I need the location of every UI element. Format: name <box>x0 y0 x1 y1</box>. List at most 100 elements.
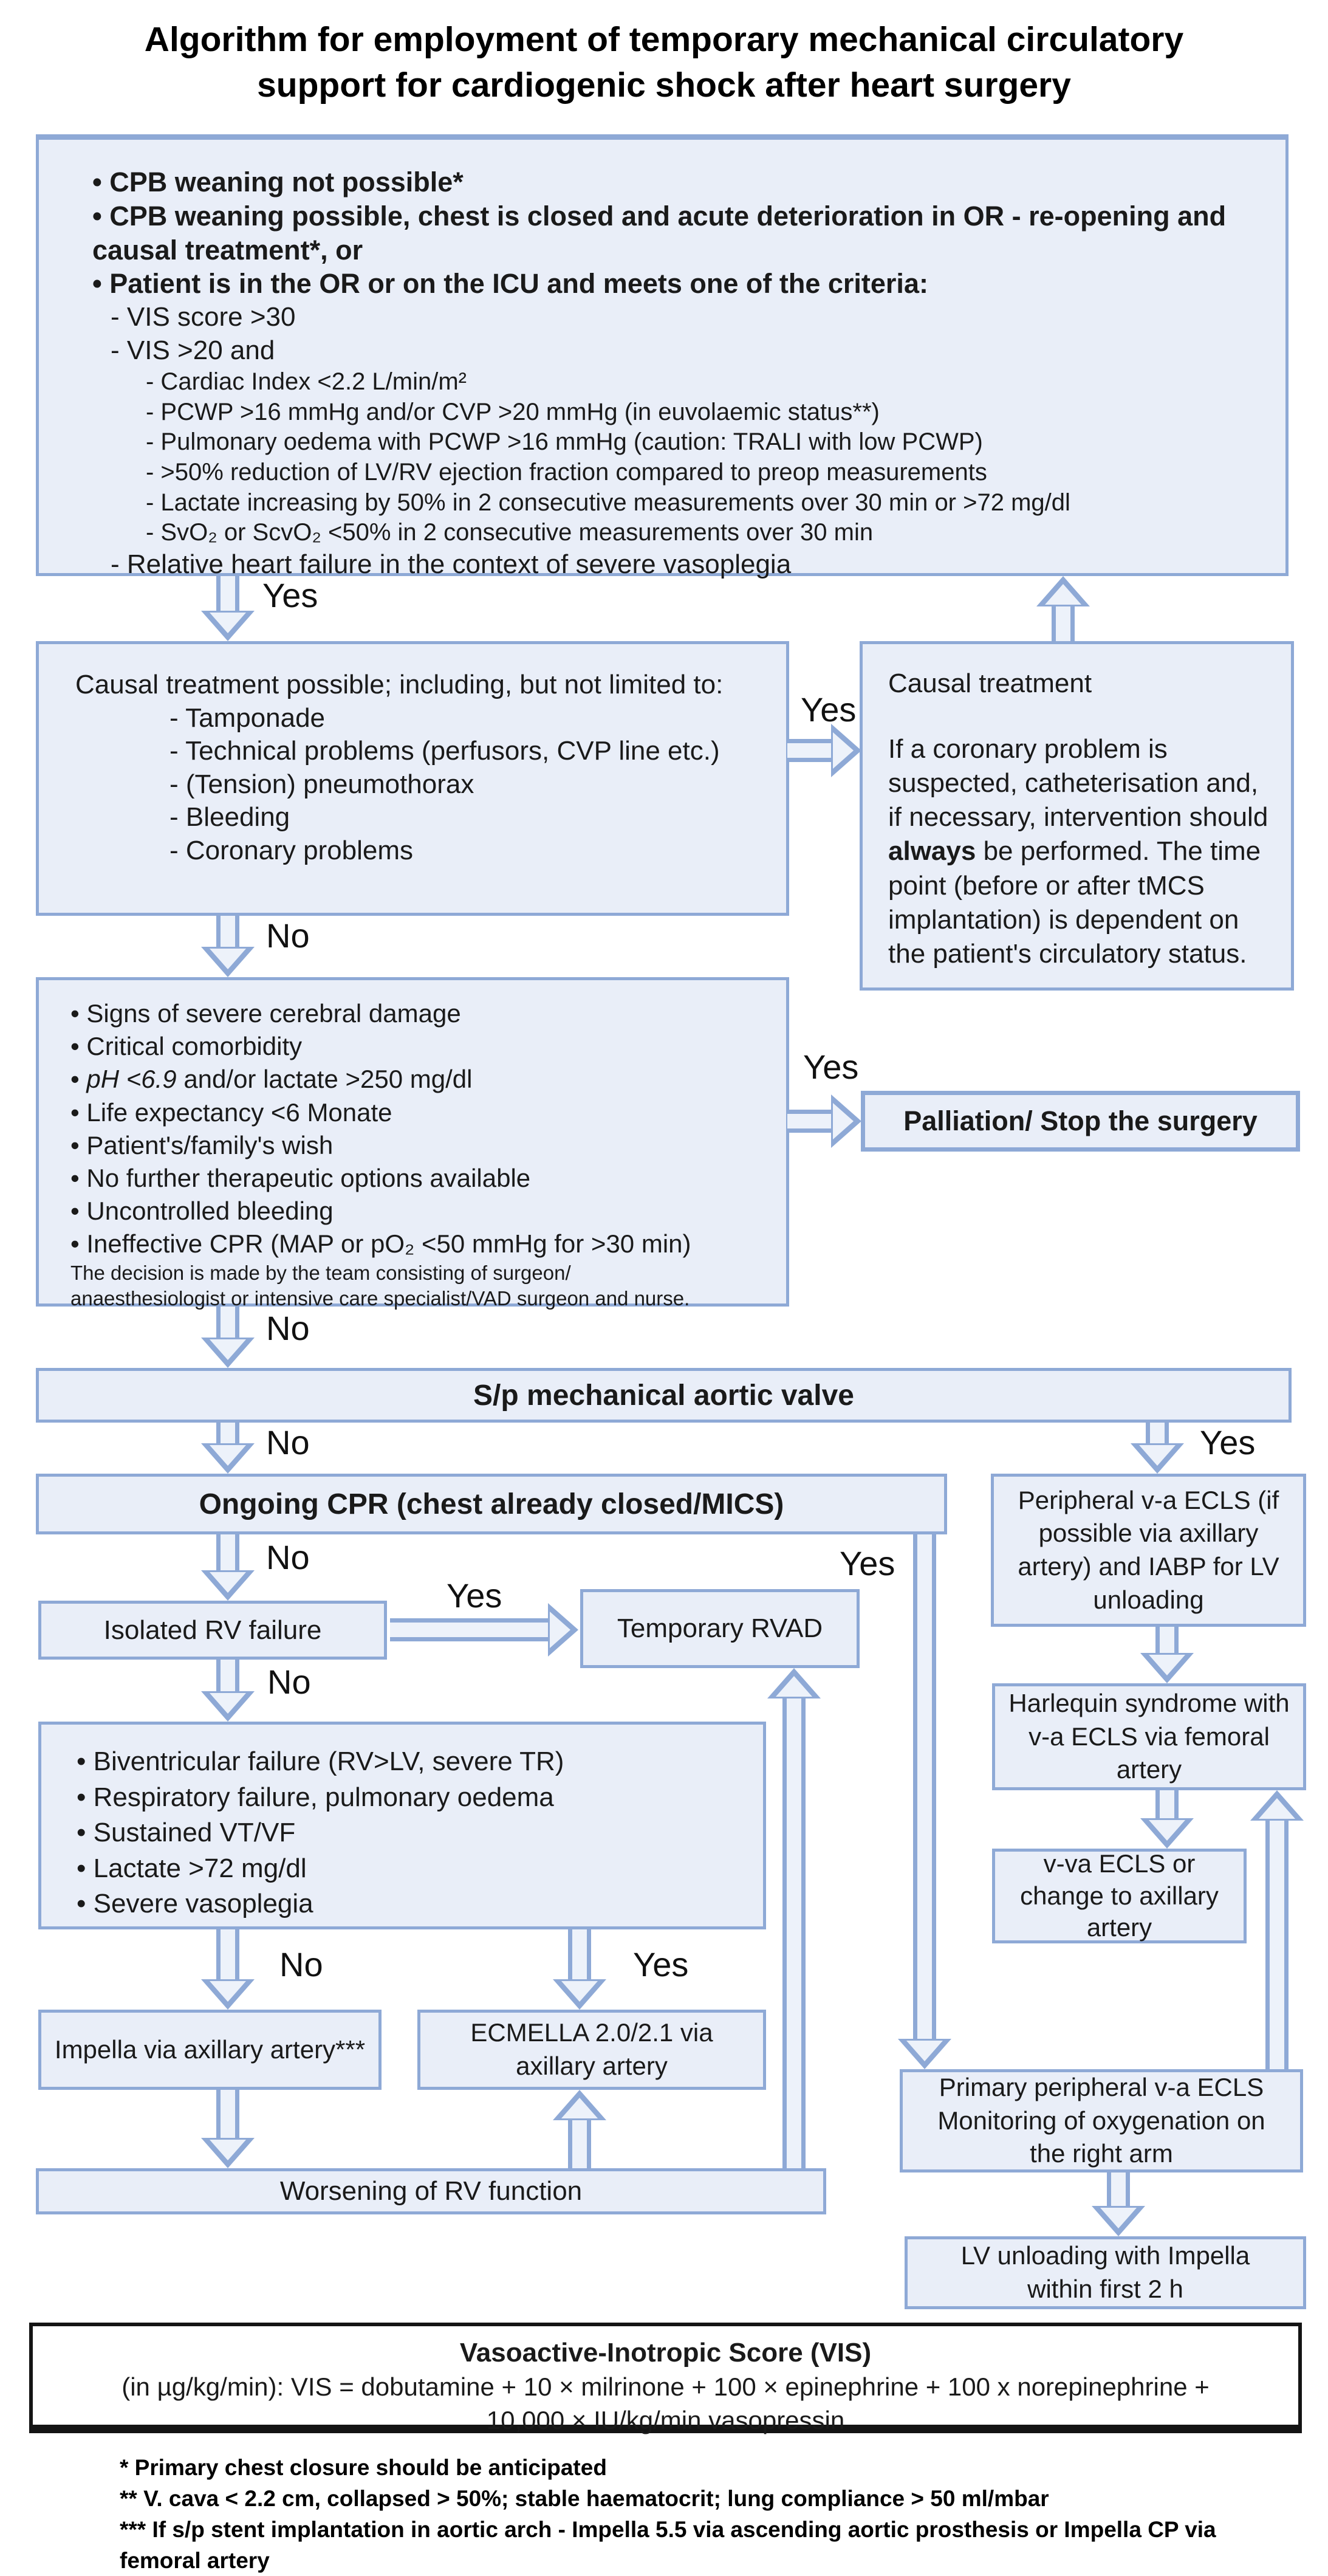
bullet-glyph: • <box>70 1065 87 1094</box>
criteria-item: - Relative heart failure in the context … <box>111 549 792 579</box>
arrow-biventricular-yes-to-ecmella <box>552 1929 607 2010</box>
arrow-head-icon <box>906 2041 943 2061</box>
causal-possible-item: - (Tension) pneumothorax <box>169 769 474 799</box>
page-title-line1: Algorithm for employment of temporary me… <box>144 20 1184 59</box>
primary-ecls-line: Primary peripheral v-a ECLS <box>939 2073 1264 2102</box>
criteria-item: - VIS >20 and <box>111 335 275 365</box>
arrow-head-icon <box>1139 1445 1176 1466</box>
causal-possible-item: - Tamponade <box>169 702 326 733</box>
criteria-subitem: - PCWP >16 mmHg and/or CVP >20 mmHg (in … <box>146 398 880 425</box>
arrow-head-icon <box>210 1445 246 1466</box>
arrow-biventricular-no-to-impella <box>200 1929 255 2010</box>
peripheral-ecls-box: Peripheral v-a ECLS (if possible via axi… <box>991 1474 1306 1627</box>
contraindication-item: • Signs of severe cerebral damage <box>70 999 461 1028</box>
arrow-harlequin-to-vva <box>1140 1790 1194 1849</box>
arrow-shaft <box>568 1929 591 1985</box>
biventricular-item: • Biventricular failure (RV>LV, severe T… <box>77 1747 564 1776</box>
aortic-valve-bar: S/p mechanical aortic valve <box>36 1368 1292 1423</box>
causal-possible-item: - Bleeding <box>169 802 290 833</box>
arrow-cpr-yes-to-primary-ecls <box>897 1534 952 2069</box>
team-decision-note: anaesthesiologist or intensive care spec… <box>70 1286 690 1310</box>
arrow-shaft <box>787 1110 837 1133</box>
contraindications-box: • Signs of severe cerebral damage • Crit… <box>36 977 789 1310</box>
label-no: No <box>267 1663 311 1701</box>
biventricular-box: • Biventricular failure (RV>LV, severe T… <box>38 1722 766 1929</box>
contraindication-item: • Patient's/family's wish <box>70 1130 334 1159</box>
arrow-head-icon <box>210 1693 246 1714</box>
team-decision-note: The decision is made by the team consist… <box>70 1262 571 1285</box>
page-title: Algorithm for employment of temporary me… <box>0 17 1328 108</box>
arrow-criteria-to-causal-possible <box>200 576 255 641</box>
ph-rest-text: and/or lactate >250 mg/dl <box>176 1065 473 1094</box>
ph-italic-text: pH <6.9 <box>86 1065 177 1094</box>
arrow-shaft <box>1052 600 1075 641</box>
causal-treatment-box: Causal treatment If a coronary problem i… <box>860 641 1294 991</box>
label-yes: Yes <box>1200 1423 1256 1461</box>
causal-treatment-always: always <box>888 836 976 867</box>
causal-possible-box: Causal treatment possible; including, bu… <box>36 641 789 916</box>
contraindication-item: • Critical comorbidity <box>70 1032 303 1061</box>
arrow-head-icon <box>1149 1820 1185 1841</box>
worsening-rv-bar: Worsening of RV function <box>36 2168 826 2214</box>
biventricular-item: • Sustained VT/VF <box>77 1818 296 1848</box>
causal-treatment-paragraph: If a coronary problem is suspected, cath… <box>888 732 1274 972</box>
vis-formula-line1: (in µg/kg/min): VIS = dobutamine + 10 × … <box>122 2372 1210 2402</box>
arrow-aortic-valve-yes <box>1130 1423 1185 1474</box>
label-no: No <box>266 916 310 955</box>
arrow-head-icon <box>1149 1655 1185 1675</box>
causal-treatment-heading: Causal treatment <box>888 668 1092 698</box>
arrow-impella-to-worsening <box>200 2090 255 2168</box>
arrow-shaft <box>216 1929 239 1985</box>
arrow-shaft <box>787 739 837 762</box>
primary-ecls-box: Primary peripheral v-a ECLS Monitoring o… <box>900 2069 1303 2172</box>
arrow-causal-possible-to-causal-treatment <box>787 723 861 778</box>
contraindication-item: • Life expectancy <6 Monate <box>70 1097 392 1127</box>
arrow-head-icon <box>210 1339 246 1360</box>
arrow-shaft <box>913 1534 936 2045</box>
biventricular-item: • Severe vasoplegia <box>77 1889 313 1919</box>
arrow-worsening-to-ecmella <box>552 2090 607 2168</box>
arrow-shaft <box>216 916 239 953</box>
arrow-shaft <box>216 1307 239 1344</box>
biventricular-item: • Respiratory failure, pulmonary oedema <box>77 1782 554 1812</box>
impella-box: Impella via axillary artery*** <box>38 2010 382 2090</box>
arrow-shaft <box>568 2114 591 2168</box>
label-yes: Yes <box>262 576 318 614</box>
vva-ecls-box: v-va ECLS or change to axillary artery <box>992 1849 1247 1943</box>
label-yes: Yes <box>447 1576 502 1615</box>
footnote-1: * Primary chest closure should be antici… <box>120 2455 607 2480</box>
arrow-shaft <box>216 1534 239 1576</box>
arrow-primary-ecls-to-harlequin <box>1250 1790 1304 2069</box>
criteria-bold-bullet: • CPB weaning possible, chest is closed … <box>92 200 1227 266</box>
arrow-isolated-rv-to-rvad <box>390 1602 578 1657</box>
criteria-subitem: - Pulmonary oedema with PCWP >16 mmHg (c… <box>146 428 983 456</box>
criteria-bold-bullet: • CPB weaning not possible* <box>92 167 464 197</box>
arrow-shaft <box>1107 2172 1130 2212</box>
causal-possible-item: - Technical problems (perfusors, CVP lin… <box>169 736 720 766</box>
arrow-causal-possible-to-contraindications <box>200 916 255 977</box>
primary-ecls-line: Monitoring of oxygenation on <box>937 2106 1265 2135</box>
label-no: No <box>266 1309 310 1347</box>
arrow-head-icon <box>210 613 246 633</box>
label-no: No <box>279 1945 323 1984</box>
criteria-item: - VIS score >30 <box>111 302 296 332</box>
vis-title: Vasoactive-Inotropic Score (VIS) <box>459 2338 872 2368</box>
causal-possible-intro: Causal treatment possible; including, bu… <box>75 670 724 699</box>
biventricular-item: • Lactate >72 mg/dl <box>77 1853 307 1883</box>
causal-possible-item: - Coronary problems <box>169 835 414 865</box>
arrow-head-icon <box>561 1981 598 2002</box>
arrow-contraindications-to-aortic-valve <box>200 1307 255 1368</box>
arrow-head-icon <box>210 2140 246 2160</box>
contraindication-item: • Uncontrolled bleeding <box>70 1197 334 1226</box>
arrow-head-icon <box>561 2098 598 2118</box>
vis-formula-line2: 10,000 × IU/kg/min vasopressin <box>486 2405 845 2434</box>
arrow-head-icon <box>1045 584 1081 605</box>
arrow-head-icon <box>210 1981 246 2002</box>
arrow-head-icon <box>550 1612 570 1648</box>
page-title-line2: support for cardiogenic shock after hear… <box>257 66 1071 105</box>
arrow-primary-to-lv-unloading <box>1091 2172 1146 2236</box>
arrow-head-icon <box>1100 2208 1137 2228</box>
ecmella-box: ECMELLA 2.0/2.1 via axillary artery <box>417 2010 766 2090</box>
label-yes: Yes <box>801 690 857 729</box>
